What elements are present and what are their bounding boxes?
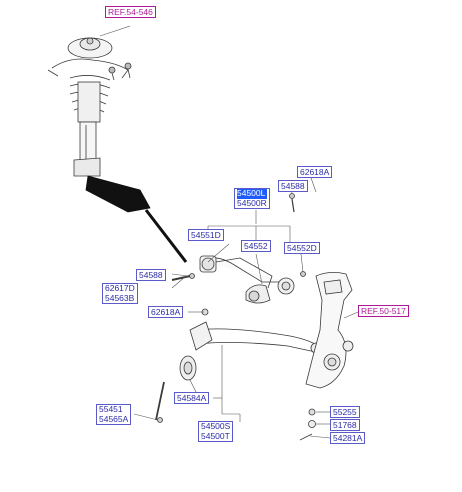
part-54563b[interactable]: 54563B: [105, 292, 135, 303]
part-54552[interactable]: 54552: [241, 240, 271, 252]
part-55451-54565a[interactable]: 55451 54565A: [96, 404, 132, 425]
part-54500l-54500r[interactable]: 54500L 54500R: [234, 188, 270, 209]
part-54281a[interactable]: 54281A: [330, 432, 366, 444]
part-62618a-mid[interactable]: 62618A: [148, 306, 184, 318]
part-54500l[interactable]: 54500L: [237, 188, 267, 199]
part-62617d[interactable]: 62617D: [105, 283, 135, 293]
part-62618a-top[interactable]: 62618A: [297, 166, 333, 178]
part-55451[interactable]: 55451: [99, 404, 123, 414]
part-54500r[interactable]: 54500R: [237, 197, 267, 208]
part-62617d-54563b[interactable]: 62617D 54563B: [102, 283, 138, 304]
part-54500s[interactable]: 54500S: [201, 421, 231, 431]
black-leader: [85, 175, 188, 263]
part-54584a[interactable]: 54584A: [174, 392, 210, 404]
part-54551d[interactable]: 54551D: [188, 229, 224, 241]
steering-knuckle: [305, 272, 354, 389]
hardware: [155, 193, 316, 441]
strut-assembly: [47, 37, 132, 177]
part-51768[interactable]: 51768: [330, 419, 360, 431]
part-54565a[interactable]: 54565A: [99, 413, 129, 424]
part-54588-top[interactable]: 54588: [278, 180, 308, 192]
part-54500s-54500t[interactable]: 54500S 54500T: [198, 421, 234, 442]
ref-50-517-link[interactable]: REF.50-517: [358, 305, 409, 317]
part-54552d[interactable]: 54552D: [284, 242, 320, 254]
ref-54-546-link[interactable]: REF.54-546: [105, 6, 156, 18]
upper-arm: [199, 255, 306, 304]
part-55255[interactable]: 55255: [330, 406, 360, 418]
part-54588-left[interactable]: 54588: [136, 269, 166, 281]
lower-arm: [179, 308, 322, 381]
part-54500t[interactable]: 54500T: [201, 430, 230, 441]
